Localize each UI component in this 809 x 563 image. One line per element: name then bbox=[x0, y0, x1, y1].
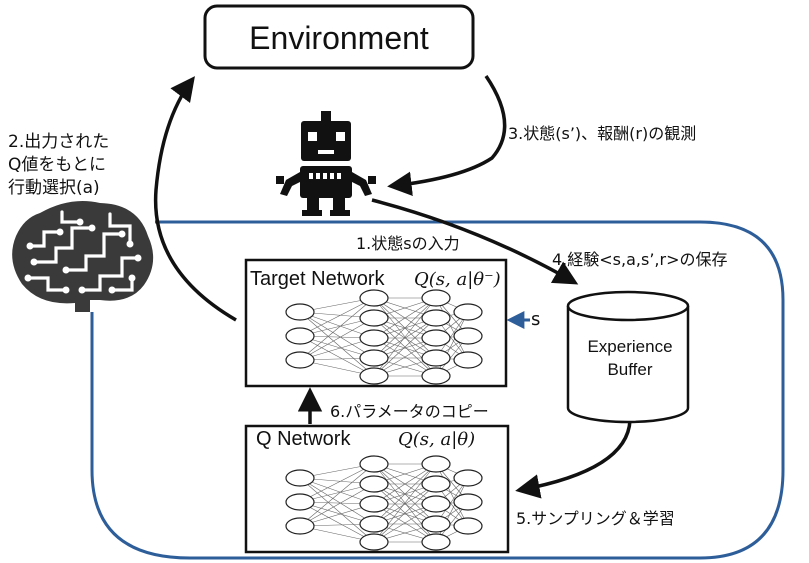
step-store-label: 4.経験<s,a,s’,r>の保存 bbox=[552, 250, 727, 269]
network-node bbox=[453, 303, 483, 321]
network-node bbox=[453, 351, 483, 369]
network-edge bbox=[299, 335, 375, 377]
network-edge bbox=[435, 297, 469, 361]
action-arrow bbox=[153, 76, 237, 322]
network-edge bbox=[373, 503, 437, 543]
network-node bbox=[421, 495, 451, 513]
environment-label: Environment bbox=[249, 20, 429, 56]
network-node bbox=[285, 517, 315, 535]
network-node bbox=[359, 349, 389, 367]
network-node bbox=[421, 533, 451, 551]
network-edge bbox=[373, 483, 437, 543]
network-node bbox=[359, 329, 389, 347]
network-node bbox=[285, 351, 315, 369]
network-node bbox=[421, 367, 451, 385]
step-observe-label: 3.状態(s’)、報酬(r)の観測 bbox=[508, 124, 696, 143]
agent-loop-line bbox=[90, 220, 785, 560]
network-edge bbox=[299, 297, 375, 361]
network-node bbox=[359, 515, 389, 533]
network-node bbox=[421, 349, 451, 367]
network-edge bbox=[373, 297, 437, 339]
network-node bbox=[359, 533, 389, 551]
network-node bbox=[285, 327, 315, 345]
step-param-copy-label: 6.パラメータのコピー bbox=[330, 402, 489, 421]
target-network-label: Target Network bbox=[250, 268, 385, 290]
network-edge bbox=[299, 477, 375, 525]
network-edge bbox=[299, 483, 375, 527]
network-node bbox=[453, 493, 483, 511]
sampling-arrow bbox=[515, 419, 632, 499]
network-node bbox=[421, 329, 451, 347]
network-node bbox=[453, 517, 483, 535]
state-arrow-label: s bbox=[531, 309, 540, 330]
network-edge bbox=[299, 463, 375, 527]
robot-icon bbox=[276, 111, 376, 216]
step-state-input-label: 1.状態sの入力 bbox=[356, 234, 460, 253]
network-node bbox=[359, 367, 389, 385]
network-node bbox=[453, 469, 483, 487]
network-node bbox=[285, 303, 315, 321]
svg-text:行動選択(a): 行動選択(a) bbox=[8, 178, 100, 198]
network-node bbox=[421, 309, 451, 327]
network-edge bbox=[373, 463, 437, 505]
buffer-label-line-2: Buffer bbox=[607, 360, 652, 379]
q-network-graph bbox=[285, 455, 483, 551]
network-node bbox=[421, 515, 451, 533]
network-node bbox=[359, 289, 389, 307]
buffer-label-line-1: Experience bbox=[587, 337, 672, 356]
network-edge bbox=[373, 317, 437, 359]
q-network-formula: Q(s, a|θ) bbox=[398, 429, 475, 450]
network-node bbox=[453, 327, 483, 345]
network-edge bbox=[373, 463, 437, 525]
q-network-label: Q Network bbox=[256, 428, 351, 450]
target-network-box: Target Network Q(s, a|θ⁻) bbox=[244, 258, 508, 388]
network-edge bbox=[299, 463, 375, 503]
network-edge bbox=[373, 297, 437, 359]
network-edge bbox=[373, 483, 437, 525]
step-sampling-label: 5.サンプリング＆学習 bbox=[516, 509, 675, 528]
network-edge bbox=[299, 317, 375, 361]
network-node bbox=[285, 469, 315, 487]
network-node bbox=[359, 495, 389, 513]
network-node bbox=[421, 455, 451, 473]
network-node bbox=[421, 289, 451, 307]
q-network-box: Q Network Q(s, a|θ) bbox=[244, 424, 510, 554]
network-node bbox=[359, 455, 389, 473]
target-network-formula: Q(s, a|θ⁻) bbox=[414, 269, 501, 290]
network-node bbox=[359, 475, 389, 493]
network-edge bbox=[299, 311, 375, 377]
network-edge bbox=[299, 297, 375, 337]
network-edge bbox=[373, 337, 437, 377]
network-node bbox=[421, 475, 451, 493]
svg-text:2.出力された: 2.出力された bbox=[8, 132, 109, 152]
network-edge bbox=[299, 477, 375, 543]
store-arrow bbox=[371, 198, 579, 285]
experience-buffer: Experience Buffer bbox=[566, 290, 690, 424]
brain-icon bbox=[12, 200, 154, 312]
network-edge bbox=[435, 463, 469, 527]
step-action-select-label: 2.出力された Q値をもとに 行動選択(a) bbox=[8, 132, 109, 198]
target-network-graph bbox=[285, 289, 483, 385]
network-edge bbox=[299, 311, 375, 359]
network-node bbox=[359, 309, 389, 327]
environment-box bbox=[203, 4, 475, 70]
svg-text:Q値をもとに: Q値をもとに bbox=[8, 155, 106, 175]
network-edge bbox=[299, 501, 375, 543]
observe-arrow bbox=[387, 75, 507, 196]
network-node bbox=[285, 493, 315, 511]
network-edge bbox=[373, 317, 437, 377]
